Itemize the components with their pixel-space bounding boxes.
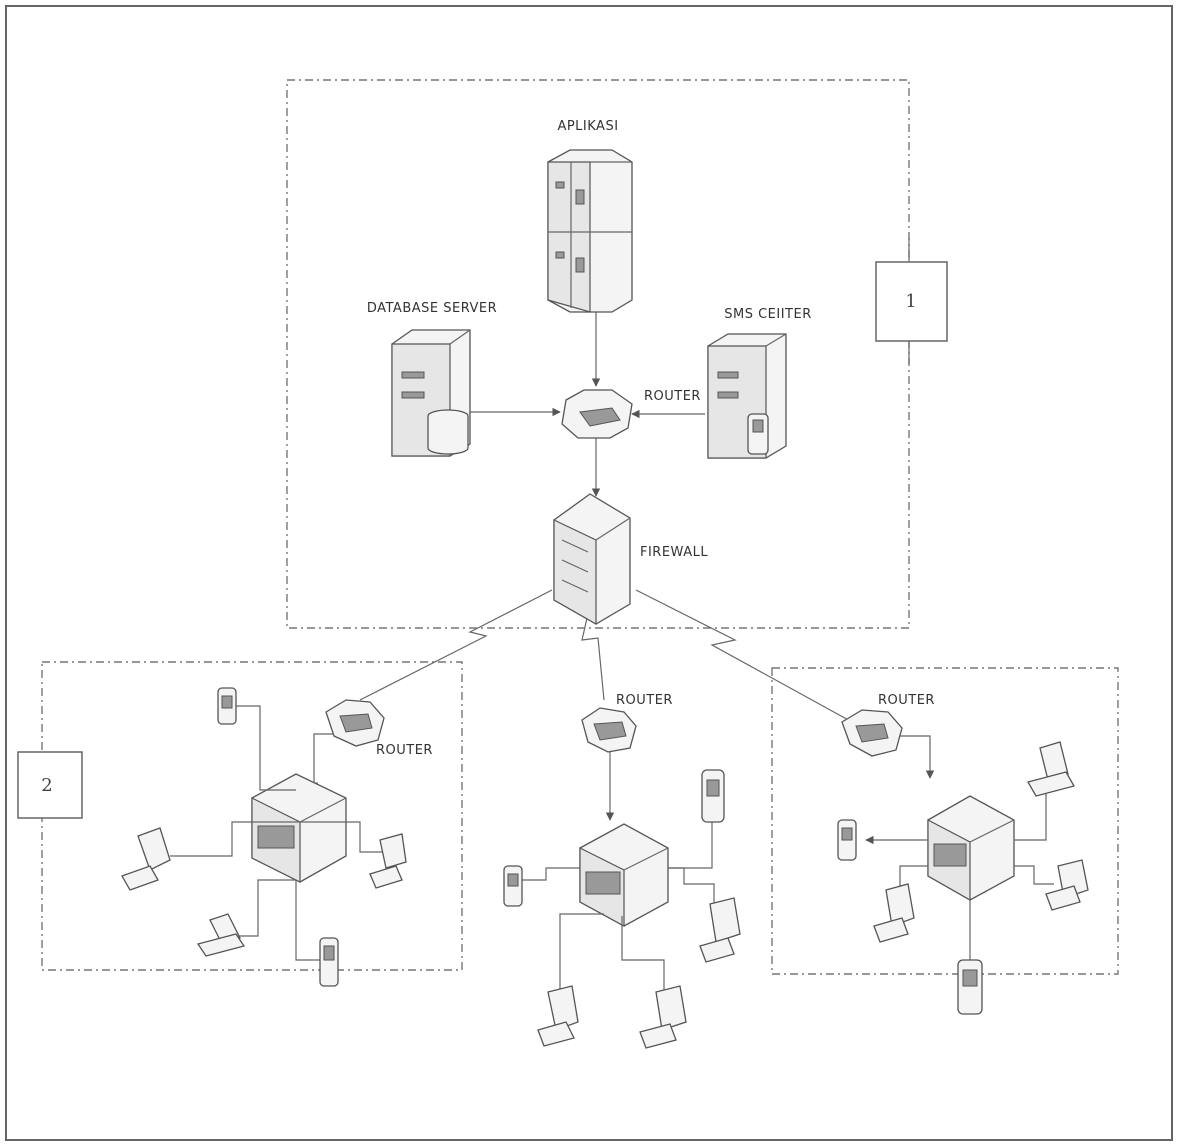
right-branch-switch-icon: [927, 795, 1015, 902]
zone-2-label: 2: [41, 775, 52, 796]
left-link-pc-right: [346, 821, 384, 853]
left-link-device-top: [232, 705, 296, 791]
right-branch-zone-border: [771, 667, 1119, 975]
left-laptop-icon: [196, 913, 246, 957]
left-router-to-switch-link: [309, 733, 334, 791]
middle-branch-router-label: ROUTER: [616, 693, 673, 708]
middle-link-pc-bottom-left: [559, 913, 604, 990]
middle-pc-right-icon: [699, 897, 741, 963]
right-branch-router-label: ROUTER: [878, 693, 935, 708]
middle-link-pc-right: [668, 867, 715, 904]
left-pc-icon: [121, 827, 171, 891]
left-link-laptop: [236, 879, 296, 937]
middle-pc-bottom-left-icon: [537, 985, 579, 1047]
central-router-icon: [561, 389, 633, 439]
left-mobile-bottom-icon: [319, 937, 339, 987]
right-mobile-left-icon: [837, 819, 857, 861]
right-link-laptop: [1014, 790, 1047, 841]
database-server-icon: [391, 329, 471, 457]
left-branch-router-icon: [325, 699, 385, 747]
middle-branch-switch-icon: [579, 823, 669, 928]
right-pc-icon-left-branch: [369, 833, 407, 889]
outer-frame: [5, 5, 1173, 1141]
firewall-icon: [553, 493, 631, 626]
middle-link-mobile-right: [668, 816, 713, 869]
right-pc-right-icon: [1045, 859, 1089, 911]
zone-1-label: 1: [905, 291, 916, 312]
middle-mobile-left-icon: [503, 865, 523, 907]
wan-link-right: [635, 589, 853, 723]
left-branch-switch-icon: [251, 773, 347, 883]
left-link-mobile: [295, 880, 320, 961]
middle-link-pc-bottom-right: [621, 916, 665, 990]
central-router-label: ROUTER: [644, 389, 701, 404]
middle-branch-router-icon: [581, 707, 637, 753]
middle-mobile-right-icon: [701, 769, 725, 823]
wan-link-middle: [581, 604, 605, 701]
right-router-to-switch-link: [900, 735, 935, 779]
zone-1-label-box: [875, 261, 948, 342]
zone-2-label-box: [17, 751, 83, 819]
right-mobile-bottom-icon: [957, 959, 983, 1015]
left-link-pc-left: [170, 821, 346, 857]
right-laptop-icon: [1027, 741, 1075, 797]
left-mobile-top-icon: [217, 687, 237, 725]
sms-center-label: SMS CEIITER: [724, 307, 812, 322]
database-server-label: DATABASE SERVER: [367, 301, 497, 316]
right-pc-bottom-left-icon: [873, 883, 915, 943]
aplikasi-label: APLIKASI: [557, 119, 618, 134]
middle-link-mobile-left: [520, 867, 580, 881]
right-link-pc-right: [1014, 865, 1054, 885]
aplikasi-server-icon: [547, 149, 633, 313]
wan-link-left: [359, 589, 553, 701]
middle-pc-bottom-right-icon: [639, 985, 687, 1049]
sms-center-server-icon: [707, 333, 787, 459]
left-branch-router-label: ROUTER: [376, 743, 433, 758]
right-branch-router-icon: [841, 709, 903, 757]
firewall-label: FIREWALL: [640, 545, 708, 560]
right-link-pc-bottom-left: [899, 865, 928, 890]
